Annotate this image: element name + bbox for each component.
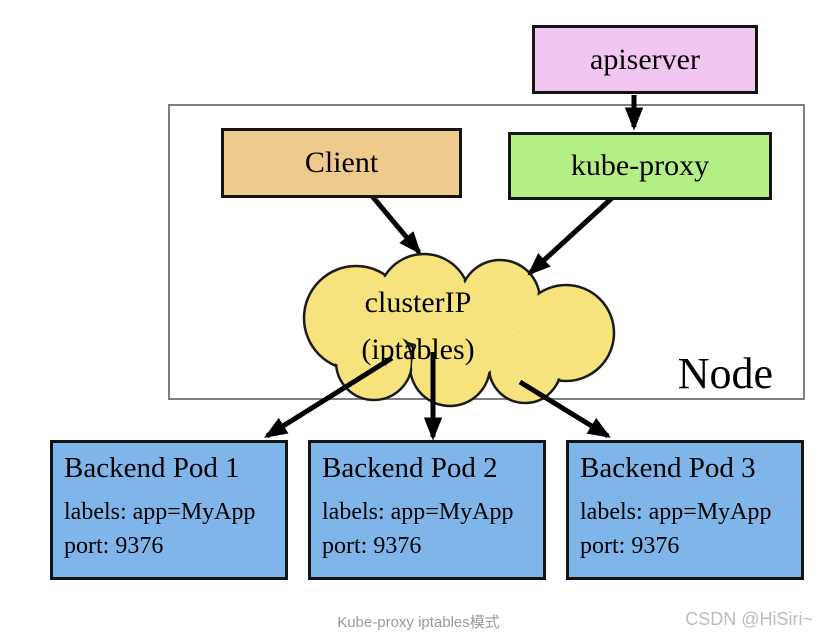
- backend-pod-3: Backend Pod 3 labels: app=MyApp port: 93…: [566, 440, 804, 580]
- pod-labels: labels: app=MyApp: [322, 499, 514, 525]
- backend-pod-2: Backend Pod 2 labels: app=MyApp port: 93…: [308, 440, 546, 580]
- kube-proxy-label: kube-proxy: [570, 149, 710, 182]
- cluster-ip-line1: clusterIP: [364, 286, 472, 319]
- apiserver-label: apiserver: [590, 42, 700, 76]
- watermark: CSDN @HiSiri~: [685, 609, 813, 629]
- backend-pod-1: Backend Pod 1 labels: app=MyApp port: 93…: [50, 440, 288, 580]
- pod-title: Backend Pod 1: [64, 452, 240, 484]
- pod-labels: labels: app=MyApp: [64, 499, 256, 525]
- apiserver-box: apiserver: [532, 25, 758, 94]
- pod-port: port: 9376: [580, 533, 680, 559]
- caption: Kube-proxy iptables模式: [337, 614, 500, 631]
- cluster-ip-line2: (iptables): [361, 333, 475, 366]
- pod-port: port: 9376: [64, 533, 164, 559]
- pod-title: Backend Pod 2: [322, 452, 498, 484]
- client-box: Client: [221, 128, 462, 198]
- pod-labels: labels: app=MyApp: [580, 499, 772, 525]
- pod-port: port: 9376: [322, 533, 422, 559]
- pod-title: Backend Pod 3: [580, 452, 756, 484]
- node-label: Node: [677, 349, 773, 398]
- client-label: Client: [304, 146, 379, 179]
- kube-proxy-box: kube-proxy: [508, 132, 772, 200]
- cluster-ip-label: clusterIP (iptables): [303, 279, 533, 373]
